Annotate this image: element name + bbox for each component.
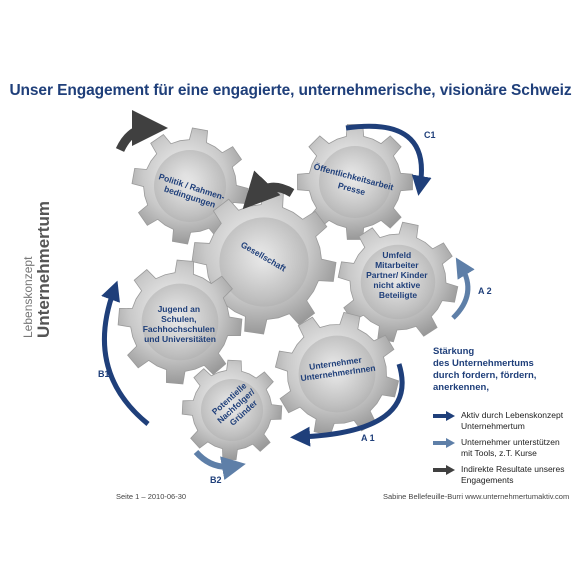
gear-line: Beteiligte	[379, 290, 418, 300]
arrow-label-c1: C1	[424, 130, 436, 140]
legend-arrow-light-blue-icon	[433, 438, 455, 448]
gear-unternehmer	[274, 311, 400, 437]
legend: Aktiv durch Lebenskonzept Unternehmertum…	[433, 410, 573, 491]
gear-label-jugend: Jugend an Schulen, Fachhochschulen und U…	[143, 304, 218, 344]
gear-line: Jugend an	[158, 304, 201, 314]
gear-hub	[141, 283, 219, 361]
arrow-a1	[290, 363, 405, 447]
gear-line: Mitarbeiter	[375, 260, 419, 270]
legend-line: Unternehmertum	[461, 420, 525, 431]
gear-line: Umfeld	[382, 250, 411, 260]
arrow-label-a2: A 2	[478, 286, 492, 296]
gear-nachfolger	[181, 359, 283, 461]
gears	[117, 124, 459, 461]
arrow-label-b1: B1	[98, 369, 110, 379]
legend-line: Aktiv durch Lebenskonzept	[461, 410, 564, 420]
gear-oeffentlichkeit	[297, 124, 413, 240]
gear-line: und Universitäten	[144, 334, 216, 344]
legend-text: Indirekte Resultate unseres Engagements	[461, 464, 564, 485]
arrow-b1	[101, 280, 150, 426]
emphasis-line: des Unternehmertums	[433, 358, 534, 369]
arrow-label-a1: A 1	[361, 433, 375, 443]
gear-line: Partner/ Kinder	[366, 270, 428, 280]
arrow-b2	[193, 449, 246, 480]
legend-arrow-gray-icon	[433, 465, 455, 475]
gear-label-umfeld: Umfeld Mitarbeiter Partner/ Kinder nicht…	[366, 250, 430, 300]
gear-hub	[219, 217, 309, 307]
gear-line: Fachhochschulen	[143, 324, 215, 334]
gear-hub	[360, 244, 436, 320]
legend-item-indirect: Indirekte Resultate unseres Engagements	[433, 464, 573, 485]
gear-gesellschaft	[191, 189, 337, 335]
arrow-top-left-gray	[115, 110, 168, 153]
gear-hub	[201, 379, 263, 441]
emphasis-line: durch fordern, fördern,	[433, 370, 537, 381]
footer-page-info: Seite 1 – 2010-06-30	[116, 492, 187, 501]
page-title: Unser Engagement für eine engagierte, un…	[9, 82, 572, 99]
arrow-c1	[345, 123, 432, 196]
arrow-label-b2: B2	[210, 475, 222, 485]
gear-line: Schulen,	[161, 314, 196, 324]
legend-line: mit Tools, z.T. Kurse	[461, 447, 537, 458]
arrow-middle-gray	[242, 170, 295, 210]
emphasis-line: anerkennen,	[433, 382, 489, 393]
gear-hub	[154, 150, 226, 222]
legend-text: Unternehmer unterstützen mit Tools, z.T.…	[461, 437, 560, 458]
legend-item-support: Unternehmer unterstützen mit Tools, z.T.…	[433, 437, 573, 458]
footer-author: Sabine Bellefeuille-Burri www.unternehme…	[383, 492, 570, 501]
emphasis-text: Stärkung des Unternehmertums durch forde…	[433, 346, 563, 394]
legend-arrow-navy-icon	[433, 411, 455, 421]
arrow-a2	[451, 257, 475, 320]
legend-line: Indirekte Resultate unseres	[461, 464, 565, 474]
gear-jugend	[117, 259, 243, 385]
legend-line: Engagements	[461, 474, 514, 485]
gear-umfeld	[337, 221, 459, 343]
legend-text: Aktiv durch Lebenskonzept Unternehmertum	[461, 410, 563, 431]
gear-line: nicht aktive	[373, 280, 420, 290]
legend-item-active: Aktiv durch Lebenskonzept Unternehmertum	[433, 410, 573, 431]
emphasis-line: Stärkung	[433, 346, 475, 357]
gear-hub	[298, 335, 376, 413]
gear-hub	[319, 146, 391, 218]
legend-line: Unternehmer unterstützen	[461, 437, 560, 447]
